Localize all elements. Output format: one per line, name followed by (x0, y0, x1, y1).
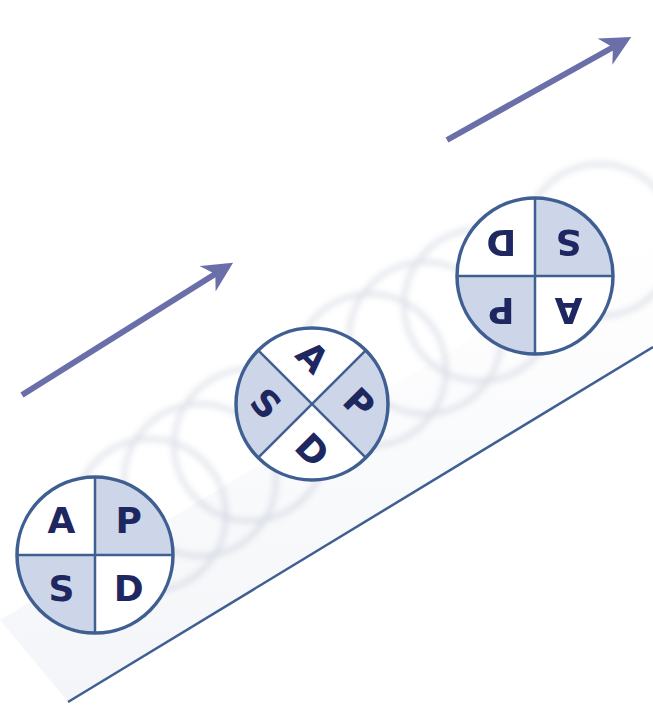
wheel-outline (455, 196, 615, 356)
cycle-letter: A (36, 498, 86, 544)
motion-trail (74, 164, 653, 591)
cycle-letter: A (544, 287, 594, 333)
direction-arrow (447, 40, 626, 140)
pdsa-wheel: APSD (455, 196, 615, 356)
ramp-line (68, 347, 653, 702)
pdsa-wheel: APSD (15, 475, 175, 635)
direction-arrow (22, 266, 228, 395)
cycle-letter: P (104, 498, 154, 544)
cycle-letter: S (36, 566, 86, 612)
cycle-letter: D (104, 566, 154, 612)
ramp-band (0, 230, 653, 702)
wheel-outline (15, 475, 175, 635)
cycle-letter: P (476, 287, 526, 333)
cycle-letter: S (544, 219, 594, 265)
cycle-letter: D (476, 219, 526, 265)
